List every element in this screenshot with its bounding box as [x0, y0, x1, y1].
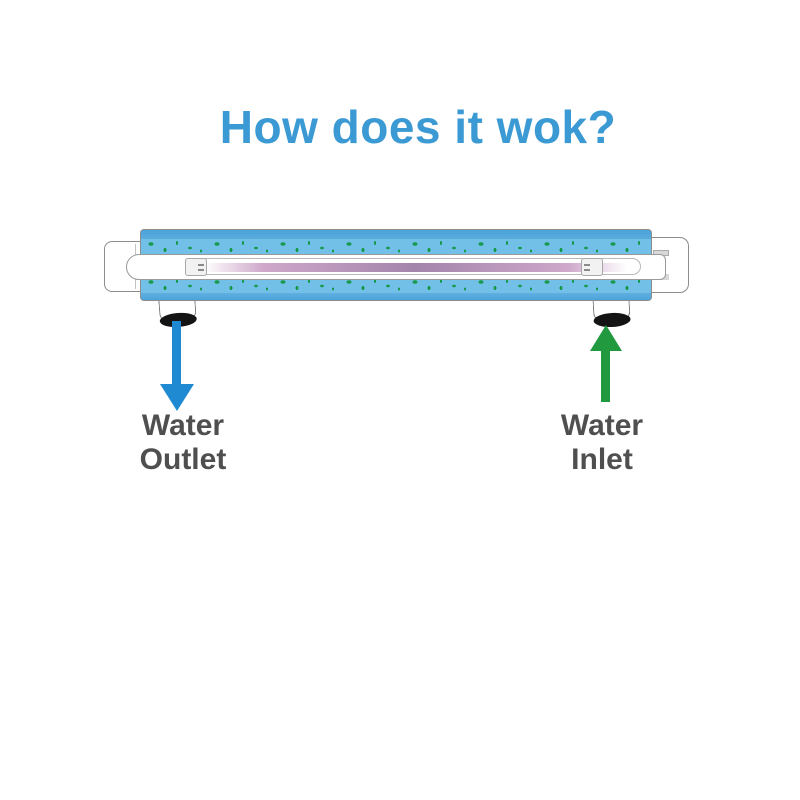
up-arrow-shaft	[601, 351, 610, 402]
water-channel-bottom-germs	[143, 277, 649, 293]
water-inlet-label: Water Inlet	[560, 409, 644, 476]
down-arrow-icon	[159, 321, 194, 411]
lamp-electrode-right	[581, 258, 603, 276]
water-stripe-top	[141, 230, 651, 239]
water-stripe-bottom	[141, 293, 651, 300]
quartz-sleeve	[126, 254, 666, 280]
down-arrow-head	[159, 384, 194, 411]
page-title: How does it wok?	[219, 101, 617, 153]
uv-lamp	[189, 258, 641, 275]
uv-lamp-glow	[203, 263, 627, 272]
right-end-cap	[646, 237, 689, 293]
lamp-electrode-left	[185, 258, 207, 276]
down-arrow-shaft	[172, 321, 181, 384]
water-channel-top-germs	[143, 239, 649, 256]
water-outlet-label: Water Outlet	[139, 409, 227, 476]
up-arrow-icon	[589, 325, 622, 402]
up-arrow-head	[589, 325, 622, 351]
